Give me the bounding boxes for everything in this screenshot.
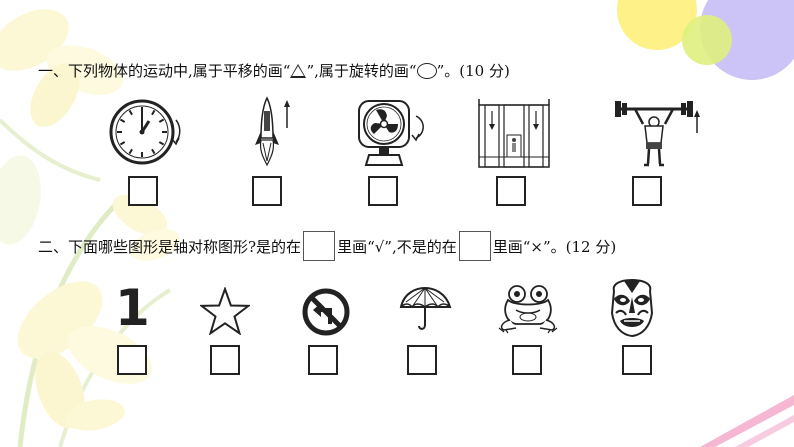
question-1-number: 一、 [38, 62, 69, 80]
lime-ball [682, 15, 732, 65]
circle-shape [416, 62, 437, 79]
question-1: 一、 下列物体的运动中,属于平移的画“ ”,属于旋转的画“ ”。(10 分) [38, 60, 510, 81]
answer-box-clock[interactable] [128, 176, 158, 206]
opera-mask-icon [610, 279, 654, 337]
answer-box-umbrella[interactable] [407, 345, 437, 375]
purple-ball [700, 0, 794, 80]
frog-icon [498, 285, 558, 334]
question-1-text-c: ”。(10 分) [436, 62, 510, 80]
elevator-icon [478, 99, 550, 168]
weightlifter-icon [615, 101, 700, 167]
answer-box-fan[interactable] [368, 176, 398, 206]
answer-box-rocket[interactable] [252, 176, 282, 206]
question-1-text-a: 下列物体的运动中,属于平移的画“ [68, 62, 291, 80]
triangle-shape [290, 63, 307, 78]
rocket-icon [255, 96, 290, 167]
digit-one: 1 [115, 279, 150, 337]
answer-box-elevator[interactable] [496, 176, 526, 206]
answer-box-mask[interactable] [622, 345, 652, 375]
answer-box-weightlifter[interactable] [632, 176, 662, 206]
inline-answer-box [303, 231, 336, 261]
umbrella-icon [399, 286, 452, 330]
answer-box-digit[interactable] [117, 345, 147, 375]
answer-box-sign[interactable] [308, 345, 338, 375]
clock-icon [109, 99, 181, 165]
question-1-text-b: ”,属于旋转的画“ [306, 62, 417, 80]
question-2-text-c: 里画“×”。(12 分) [492, 237, 617, 256]
fan-icon [358, 100, 424, 166]
flower-decoration [0, 9, 180, 447]
yellow-ball [617, 0, 697, 50]
question-2-number: 二、 [38, 237, 69, 256]
question-2: 二、 下面哪些图形是轴对称图形?是的在 里画“√”,不是的在 里画“×”。(12… [38, 231, 616, 261]
question-2-text-b: 里画“√”,不是的在 [337, 237, 457, 256]
answer-box-star[interactable] [210, 345, 240, 375]
star-icon [200, 287, 250, 335]
question-2-text-a: 下面哪些图形是轴对称图形?是的在 [68, 237, 302, 256]
pink-ribbon [700, 395, 794, 447]
no-left-turn-icon [302, 288, 350, 336]
inline-answer-box [458, 231, 491, 261]
answer-box-frog[interactable] [512, 345, 542, 375]
